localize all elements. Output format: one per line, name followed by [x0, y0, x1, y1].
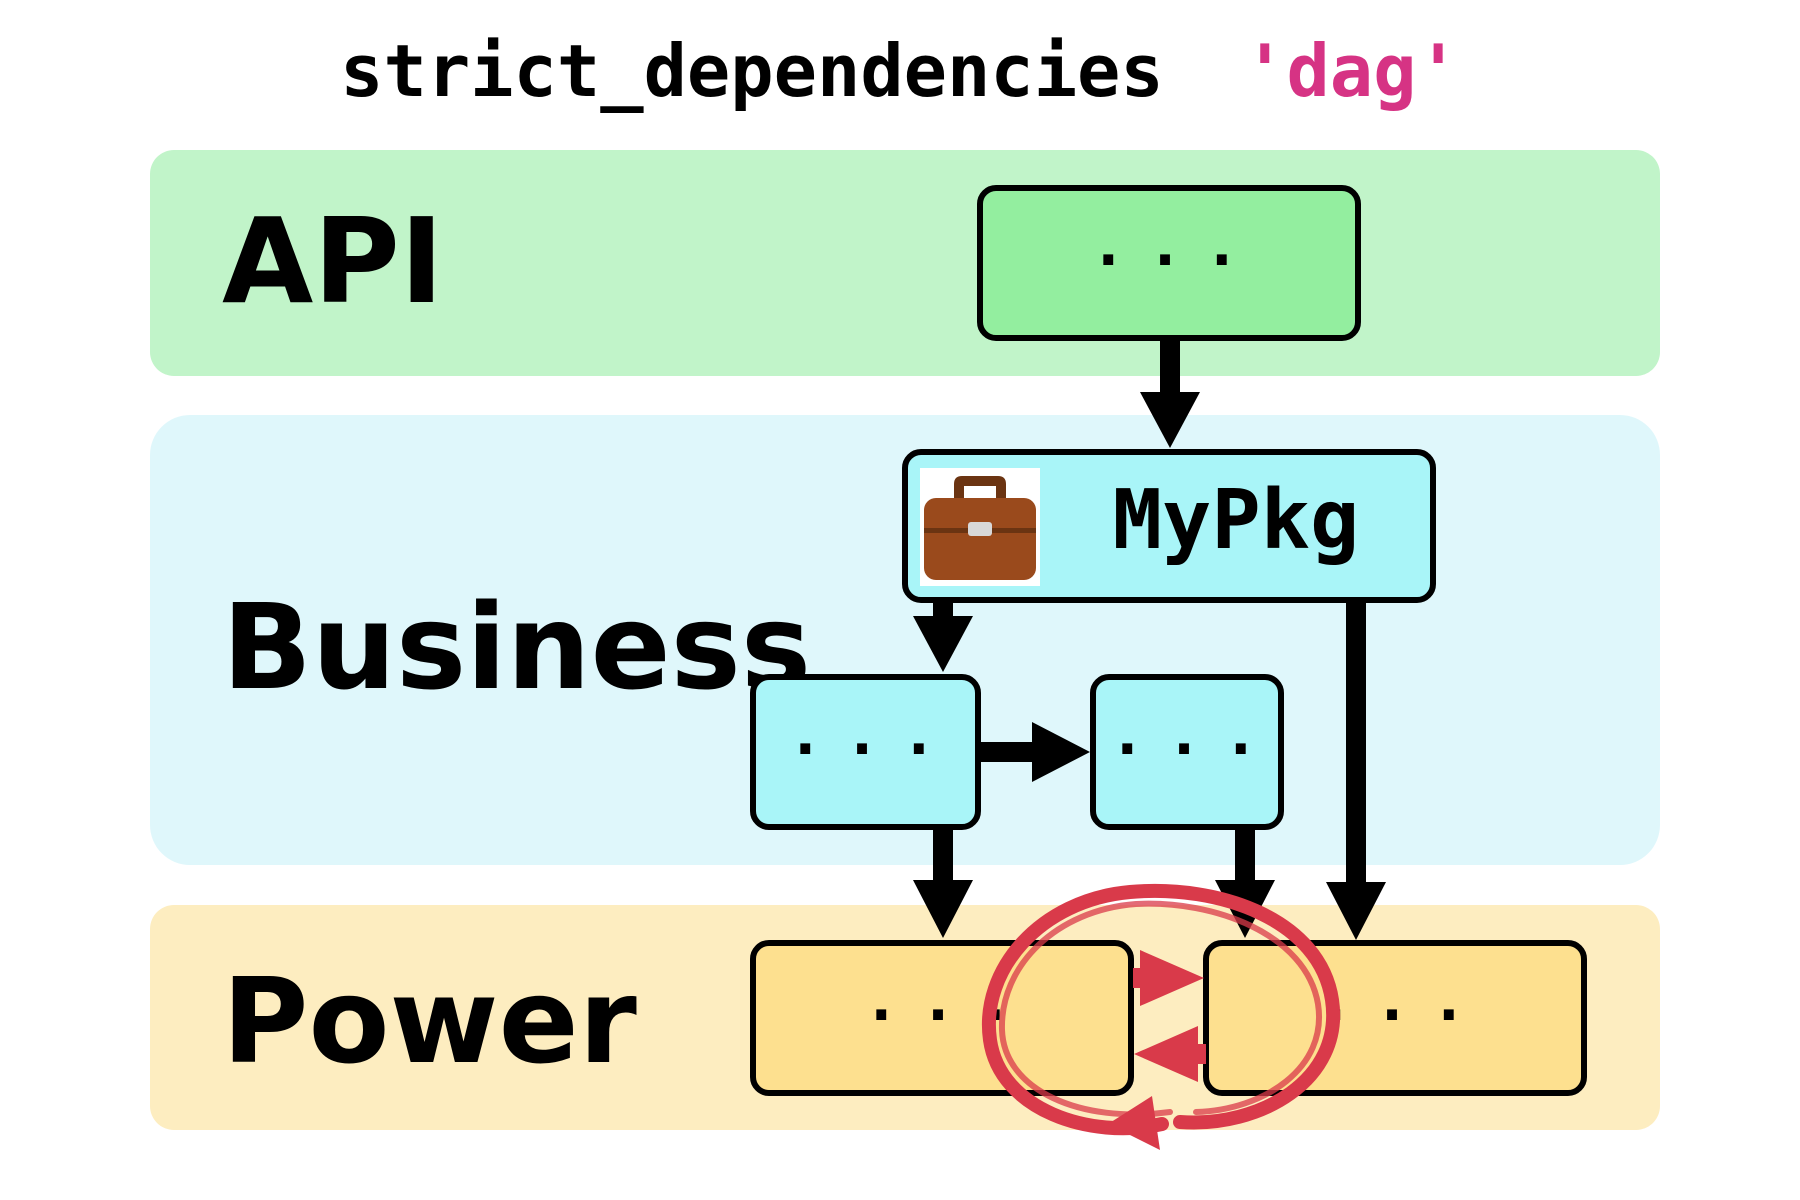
layer-label-power: Power: [222, 952, 637, 1090]
api-node-text: · · ·: [1098, 228, 1241, 293]
arrow-head-api-to-mypkg: [1140, 392, 1200, 448]
api-node[interactable]: · · ·: [977, 185, 1361, 341]
business-right-node[interactable]: · · ·: [1090, 674, 1284, 830]
api-node-box: [977, 185, 1361, 341]
power-right-node-box: [1203, 940, 1587, 1096]
arrow-head-mypkg-to-power-right: [1326, 882, 1386, 940]
layer-label-business: Business: [222, 578, 811, 716]
power-left-node[interactable]: · · ·: [750, 940, 1134, 1096]
arrow-head-mypkg-to-business-left: [913, 616, 973, 672]
cycle-arrow-right-head: [1140, 950, 1204, 1006]
business-right-node-text: · · ·: [1117, 717, 1260, 782]
cycle-loop-inner: [998, 900, 1323, 1118]
power-left-node-box: [750, 940, 1134, 1096]
power-right-node-text: · · ·: [1325, 983, 1468, 1048]
briefcase-icon: [920, 468, 1040, 586]
cycle-arrow-left-head: [1134, 1026, 1198, 1082]
mypkg-label: MyPkg: [1113, 473, 1360, 568]
title-argument: 'dag': [1243, 29, 1460, 113]
business-left-node-box: [750, 674, 981, 830]
layer-label-api: API: [222, 192, 444, 330]
business-left-node-text: · · ·: [795, 717, 938, 782]
arrow-head-business-left-to-power-left: [913, 880, 973, 938]
arrow-head-business-left-to-right: [1032, 722, 1090, 782]
cycle-loop-outer: [981, 884, 1341, 1136]
business-right-node-box: [1090, 674, 1284, 830]
title-command: strict_dependencies: [340, 29, 1164, 113]
business-left-node[interactable]: · · ·: [750, 674, 981, 830]
cycle-icon: [981, 884, 1341, 1150]
power-right-node[interactable]: · · ·: [1203, 940, 1587, 1096]
mypkg-node[interactable]: MyPkg: [902, 449, 1436, 603]
cycle-loop-arrowhead: [1108, 1096, 1160, 1150]
diagram-title: strict_dependencies 'dag': [340, 29, 1460, 113]
